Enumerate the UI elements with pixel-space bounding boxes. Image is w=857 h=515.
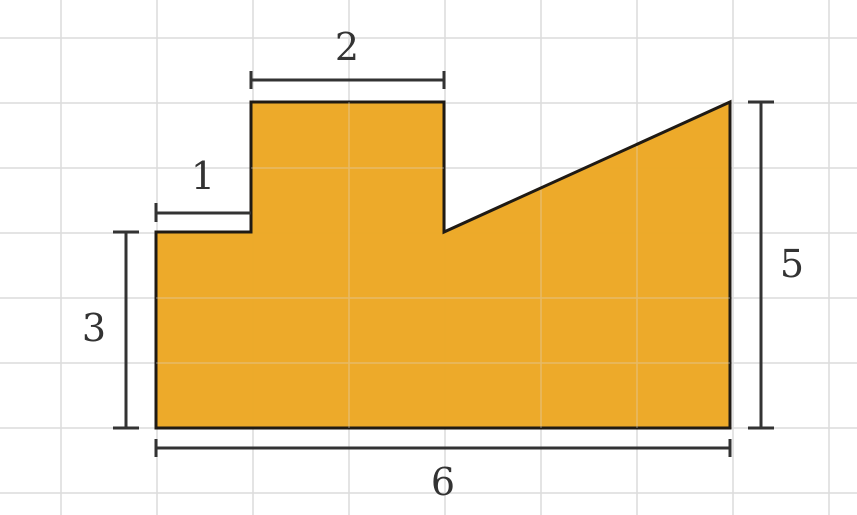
dimension-top-width: 2 <box>249 25 446 89</box>
dimension-label-top-width: 2 <box>335 25 359 69</box>
dimension-step-width: 1 <box>154 154 251 222</box>
composite-polygon <box>154 99 732 430</box>
dimension-right-height: 5 <box>748 100 804 430</box>
dimension-label-left-height: 3 <box>82 306 106 350</box>
dimension-bottom-width: 6 <box>154 439 732 504</box>
dimension-label-right-height: 5 <box>780 242 804 286</box>
dimension-label-bottom-width: 6 <box>431 460 455 504</box>
dimension-label-step-width: 1 <box>191 154 215 198</box>
dimension-left-height: 3 <box>82 230 139 430</box>
grid-overlay-on-shape <box>156 102 730 428</box>
